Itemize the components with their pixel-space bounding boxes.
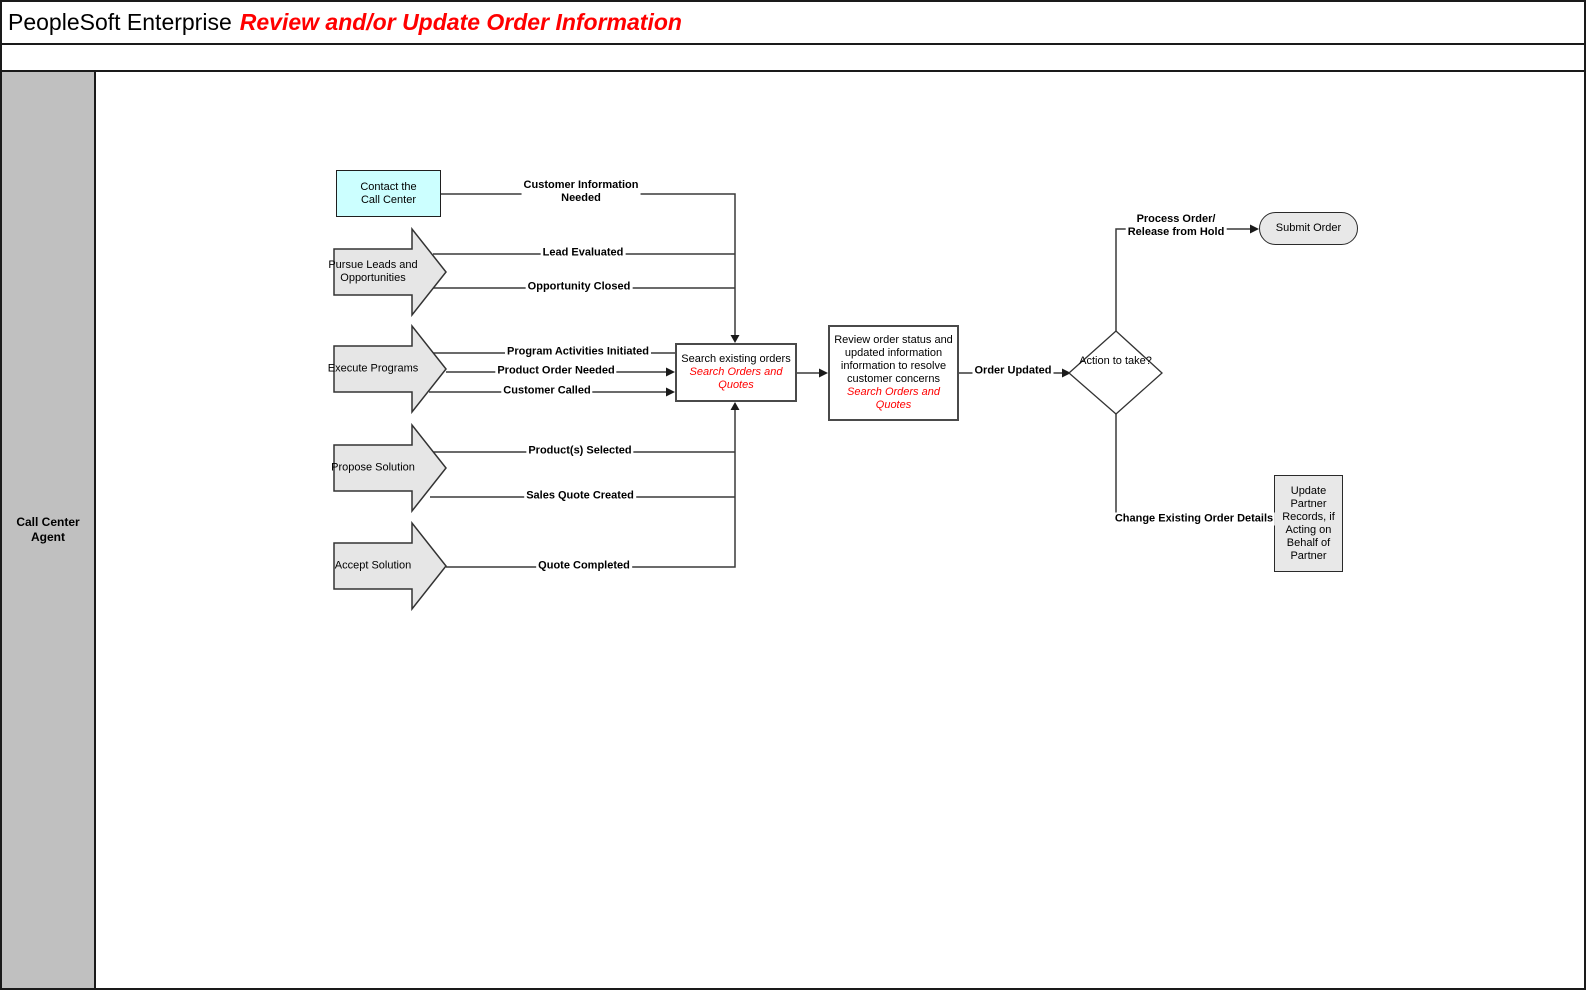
connector-quote-completed <box>446 410 736 568</box>
review-order-link[interactable]: Search Orders and Quotes <box>847 386 940 411</box>
flow-label-customer-called: Customer Called <box>501 384 593 398</box>
node-execute-programs[interactable]: Execute Programs <box>323 363 423 376</box>
decision-diamond-shape <box>1068 330 1163 415</box>
search-orders-link[interactable]: Search Orders and Quotes <box>689 366 783 391</box>
arrowhead-into-decision <box>1062 368 1071 378</box>
connector-process-order <box>1115 228 1250 331</box>
node-action-to-take[interactable]: Action to take? <box>1069 355 1162 367</box>
arrowhead-into-review <box>819 368 828 378</box>
page-title: PeopleSoft Enterprise <box>8 9 232 35</box>
arrowhead-into-search-top <box>730 335 740 343</box>
flow-label-product-order: Product Order Needed <box>495 364 617 378</box>
node-pursue-leads[interactable]: Pursue Leads and Opportunities <box>323 259 423 285</box>
node-submit-order[interactable]: Submit Order <box>1259 212 1358 245</box>
flow-label-lead-evaluated: Lead Evaluated <box>540 246 626 260</box>
page-subtitle: Review and/or Update Order Information <box>239 9 682 35</box>
node-pursue-label: Pursue Leads and Opportunities <box>328 259 418 284</box>
flow-label-order-updated: Order Updated <box>972 364 1054 378</box>
review-order-text: Review order status and updated informat… <box>834 334 953 385</box>
flow-label-customer-info: Customer Information Needed <box>521 179 641 205</box>
node-propose-solution[interactable]: Propose Solution <box>323 462 423 475</box>
flow-label-quote-completed: Quote Completed <box>536 559 632 573</box>
block-arrow-accept-solution <box>333 520 447 612</box>
update-partner-label: Update Partner Records, if Acting on Beh… <box>1282 484 1335 562</box>
flow-label-program-activities: Program Activities Initiated <box>504 345 652 359</box>
swimlane-label: Call Center Agent <box>16 515 80 544</box>
node-accept-label: Accept Solution <box>334 559 412 572</box>
node-review-order-status[interactable]: Review order status and updated informat… <box>828 325 959 421</box>
flow-label-change-existing: Change Existing Order Details <box>1112 512 1276 526</box>
flow-label-products-selected: Product(s) Selected <box>526 444 634 458</box>
flow-label-opportunity-closed: Opportunity Closed <box>525 280 633 294</box>
block-arrow-pursue-leads <box>333 226 447 318</box>
arrowhead-product-order <box>666 367 675 377</box>
node-contact-call-center[interactable]: Contact the Call Center <box>336 170 441 217</box>
connector-change-existing <box>1115 414 1274 521</box>
arrowhead-customer-called <box>666 387 675 397</box>
node-accept-solution[interactable]: Accept Solution <box>323 560 423 573</box>
connector-customer-info <box>441 193 736 337</box>
flow-label-sales-quote: Sales Quote Created <box>524 489 636 503</box>
arrowhead-into-search-bottom <box>730 402 740 410</box>
node-search-existing-orders[interactable]: Search existing orders Search Orders and… <box>675 343 797 402</box>
flow-label-process-order: Process Order/ Release from Hold <box>1125 213 1227 239</box>
search-orders-text: Search existing orders <box>681 353 791 365</box>
node-contact-label: Contact the Call Center <box>360 180 417 206</box>
node-propose-label: Propose Solution <box>331 461 415 474</box>
node-execute-label: Execute Programs <box>327 362 419 375</box>
submit-order-label: Submit Order <box>1275 222 1342 234</box>
swimlane-call-center-agent: Call Center Agent <box>2 72 96 988</box>
block-arrow-propose-solution <box>333 422 447 514</box>
node-update-partner-records[interactable]: Update Partner Records, if Acting on Beh… <box>1274 475 1343 572</box>
decision-label: Action to take? <box>1079 355 1152 367</box>
block-arrow-execute-programs <box>333 323 447 415</box>
arrowhead-into-submit <box>1250 224 1259 234</box>
